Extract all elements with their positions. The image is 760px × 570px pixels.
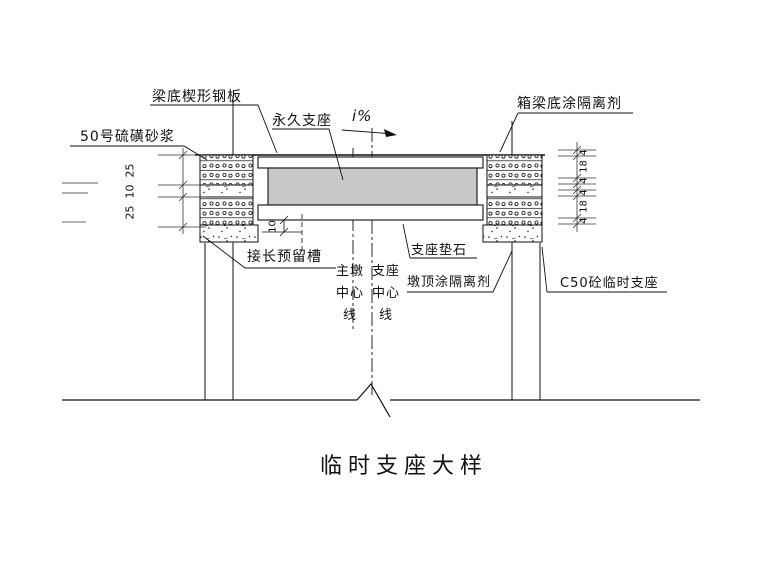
callout-pier-top-isolation: 墩顶涂隔离剂 [407,275,492,290]
permanent-bearing-assembly [257,156,484,221]
callout-temporary-bearing: C50砼临时支座 [560,276,659,291]
bearing-centerline-label: 支座 中心 线 [371,264,400,323]
callout-reserved-groove: 接长预留槽 [247,249,322,265]
callout-sulfur-mortar: 50号硫磺砂浆 [80,129,175,145]
callout-permanent-bearing: 永久支座 [272,113,332,129]
dim-pad-step: 10 [267,220,279,233]
break-symbol [356,382,391,418]
callout-wedge-plate: 梁底楔形钢板 [152,89,242,105]
right-temp-support [482,154,543,243]
drawing-title: 临时支座大样 [320,454,489,479]
slope-label: i% [352,107,373,125]
right-dimension-chain [558,142,596,232]
slope-arrow [341,129,397,137]
bearing-top-plate [257,156,484,169]
callout-bearing-pad-stone: 支座垫石 [411,243,468,258]
left-temp-support [199,154,259,243]
leader-lines [70,104,667,293]
bearing-bottom-plate [257,204,484,221]
pier-top-line [62,382,700,418]
pad-stone-step [262,214,303,252]
dim-right-4d: 4 [578,217,590,224]
dim-left-25b: 25 [123,205,137,220]
callout-girder-isolation: 箱梁底涂隔离剂 [517,96,622,112]
bearing-body [267,167,478,206]
pier-centerline-label: 主墩 中心 线 [335,264,364,323]
